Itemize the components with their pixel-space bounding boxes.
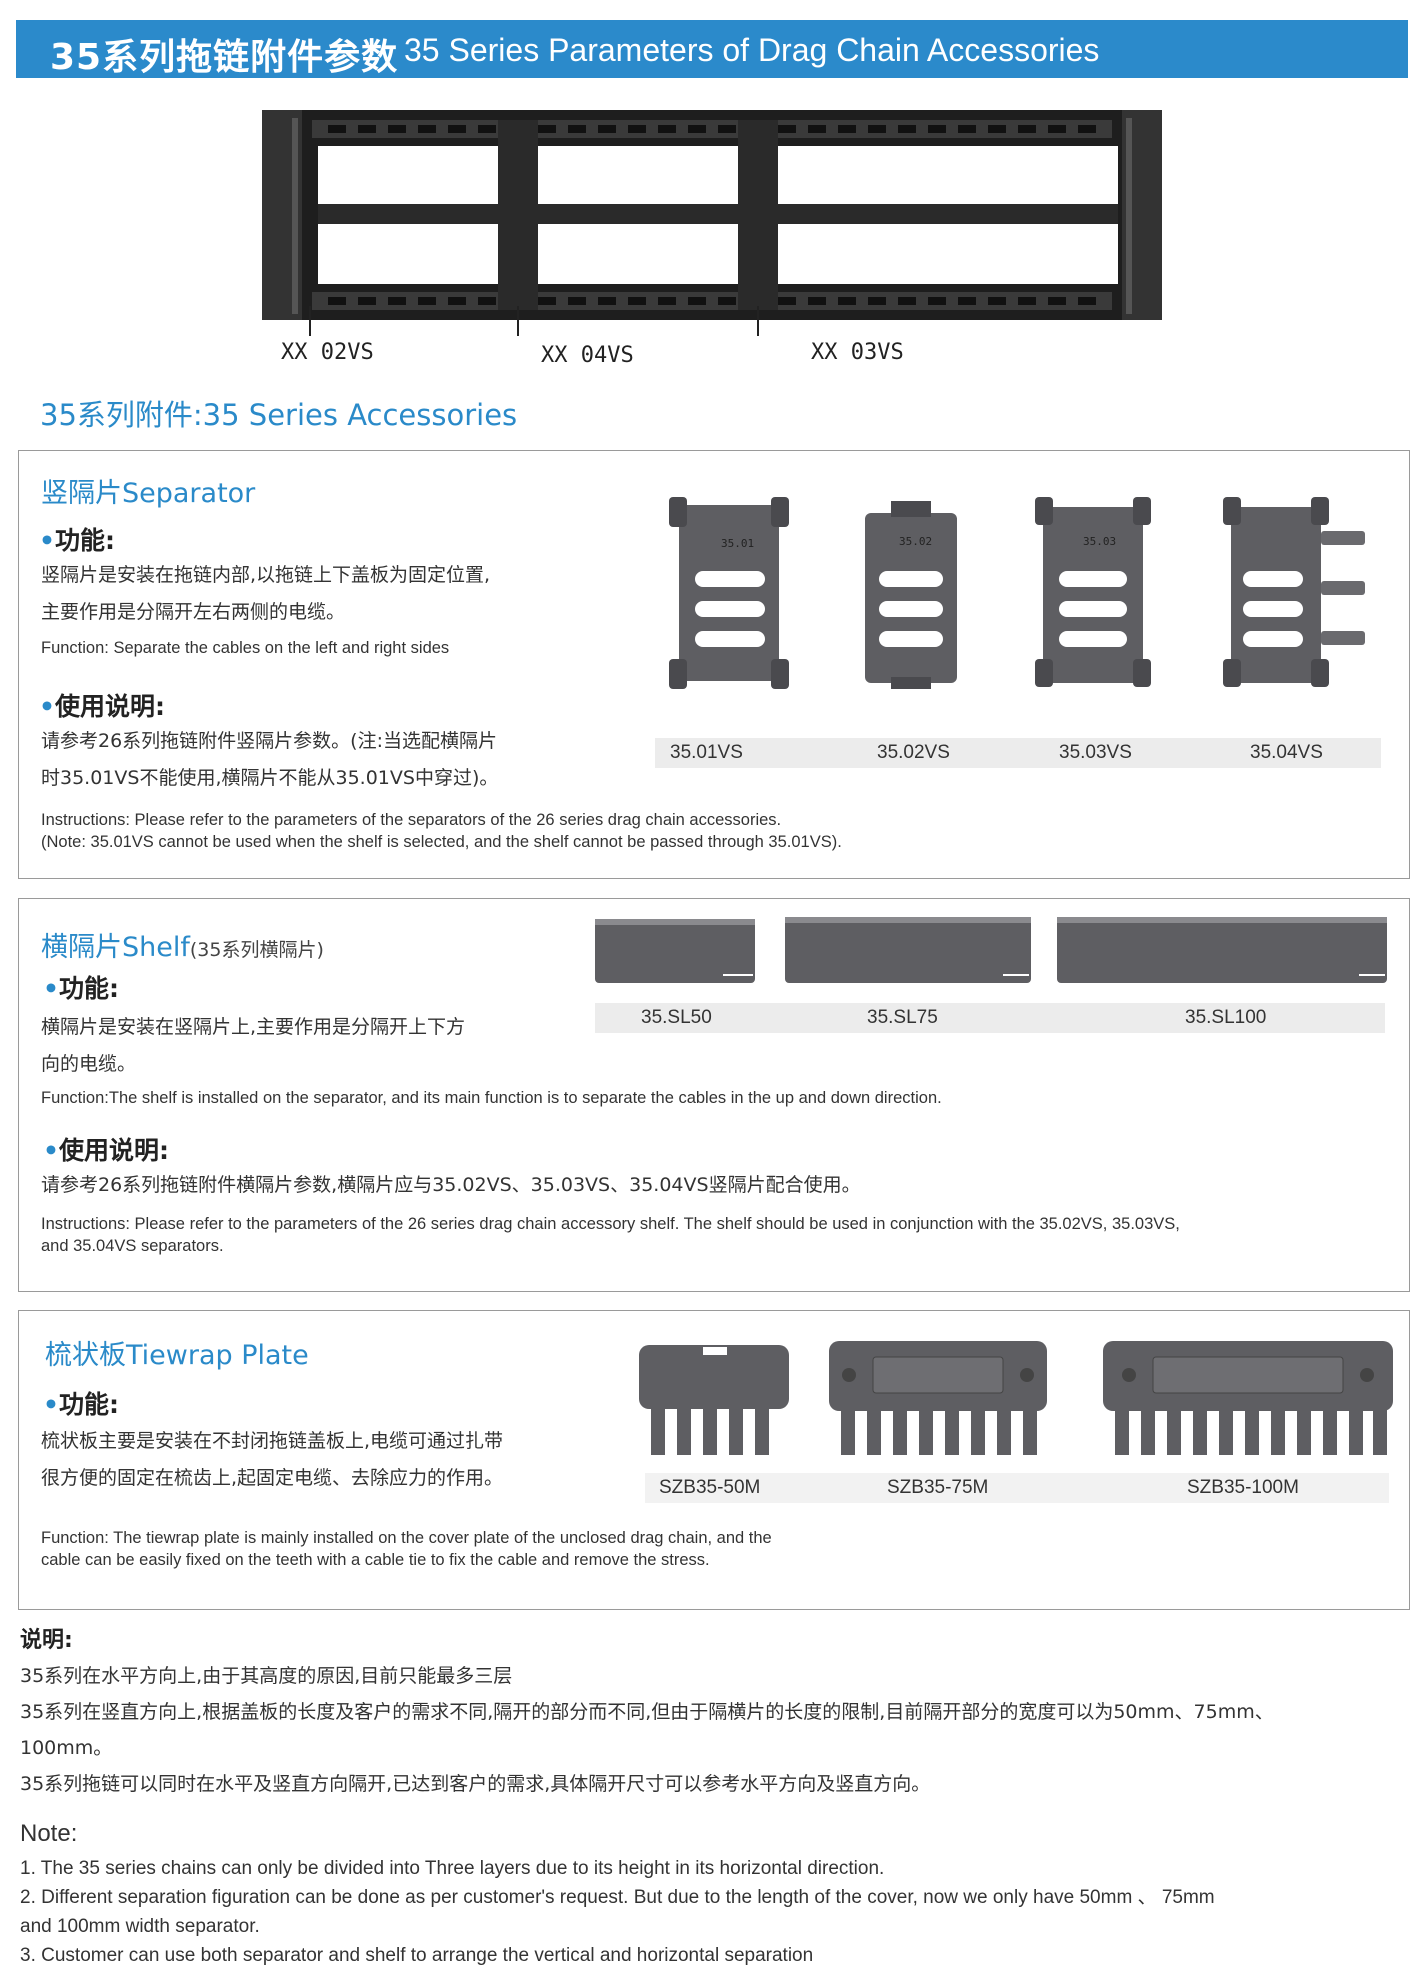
- notes-cn-line: 100mm。: [20, 1737, 113, 1759]
- separator-part-04: [1223, 497, 1365, 687]
- shelf-section: 横隔片Shelf(35系列横隔片) •功能: 横隔片是安装在竖隔片上,主要作用是…: [18, 898, 1410, 1292]
- tiewrap-function-heading: •功能:: [43, 1390, 119, 1419]
- shelf-usage-en-line: and 35.04VS separators.: [41, 1237, 224, 1255]
- shelf-title-text: 横隔片Shelf: [41, 932, 190, 963]
- separator-part-mark: 35.03: [1083, 535, 1116, 548]
- tiewrap-function-en: Function: The tiewrap plate is mainly in…: [41, 1527, 772, 1571]
- shelf-usage-cn: 请参考26系列拖链附件横隔片参数,横隔片应与35.02VS、35.03VS、35…: [41, 1174, 861, 1196]
- shelf-part-sl75: [785, 917, 1031, 983]
- notes-en-line: 2. Different separation figuration can b…: [20, 1887, 1215, 1908]
- tiewrap-part-50m: [639, 1345, 789, 1455]
- separator-function-heading-text: 功能:: [54, 526, 115, 555]
- tiewrap-part-label: SZB35-75M: [887, 1477, 989, 1498]
- separator-function-heading: •功能:: [39, 526, 115, 555]
- shelf-usage-en: Instructions: Please refer to the parame…: [41, 1213, 1180, 1257]
- notes-en-line: and 100mm width separator.: [20, 1916, 260, 1937]
- shelf-part-label: 35.SL75: [867, 1007, 938, 1028]
- shelf-part-sl50: [595, 919, 755, 983]
- shelf-part-label: 35.SL100: [1185, 1007, 1267, 1028]
- separator-usage-cn-line: 时35.01VS不能使用,横隔片不能从35.01VS中穿过)。: [41, 767, 499, 789]
- tiewrap-part-label: SZB35-100M: [1187, 1477, 1299, 1498]
- separator-function-en: Function: Separate the cables on the lef…: [41, 639, 450, 657]
- shelf-function-en: Function:The shelf is installed on the s…: [41, 1089, 942, 1107]
- separator-usage-cn-line: 请参考26系列拖链附件竖隔片参数。(注:当选配横隔片: [41, 730, 497, 752]
- shelf-usage-heading-text: 使用说明:: [58, 1136, 169, 1165]
- separator-function-cn-line: 竖隔片是安装在拖链内部,以拖链上下盖板为固定位置,: [41, 564, 491, 586]
- shelf-function-heading-text: 功能:: [58, 974, 119, 1003]
- separator-part-label: 35.02VS: [877, 742, 950, 763]
- notes-cn-line: 35系列在水平方向上,由于其高度的原因,目前只能最多三层: [20, 1665, 513, 1687]
- notes-en-line: 1. The 35 series chains can only be divi…: [20, 1858, 885, 1879]
- separator-section: 竖隔片Separator •功能: 竖隔片是安装在拖链内部,以拖链上下盖板为固定…: [18, 450, 1410, 879]
- separator-part-label: 35.03VS: [1059, 742, 1132, 763]
- separator-part-01: 35.01: [669, 497, 789, 689]
- notes-cn-line: 35系列在竖直方向上,根据盖板的长度及客户的需求不同,隔开的部分而不同,但由于隔…: [20, 1701, 1274, 1723]
- separator-usage-heading: •使用说明:: [39, 692, 165, 721]
- separator-part-mark: 35.02: [899, 535, 932, 548]
- diagram-label-02vs: XX 02VS: [281, 340, 374, 365]
- tiewrap-function-cn: 梳状板主要是安装在不封闭拖链盖板上,电缆可通过扎带 很方便的固定在梳齿上,起固定…: [41, 1423, 661, 1497]
- tiewrap-function-en-line: cable can be easily fixed on the teeth w…: [41, 1551, 710, 1569]
- separator-part-mark: 35.01: [721, 537, 754, 550]
- separator-function-cn-line: 主要作用是分隔开左右两侧的电缆。: [41, 601, 346, 623]
- separator-part-label: 35.01VS: [670, 742, 743, 763]
- tiewrap-caption-bar: [645, 1473, 1389, 1503]
- notes-en-line: 3. Customer can use both separator and s…: [20, 1945, 814, 1966]
- header-bar: 35系列拖链附件参数 35 Series Parameters of Drag …: [16, 20, 1408, 78]
- tiewrap-part-100m: [1103, 1341, 1393, 1455]
- shelf-title: 横隔片Shelf(35系列横隔片): [41, 925, 324, 964]
- separator-function-cn: 竖隔片是安装在拖链内部,以拖链上下盖板为固定位置, 主要作用是分隔开左右两侧的电…: [41, 557, 601, 631]
- separator-part-02: 35.02: [865, 501, 957, 689]
- notes-en: 1. The 35 series chains can only be divi…: [20, 1854, 1410, 1970]
- shelf-parts-image: [595, 917, 1387, 983]
- separator-usage-en: Instructions: Please refer to the parame…: [41, 809, 842, 853]
- diagram-label-04vs: XX 04VS: [541, 343, 634, 368]
- shelf-part-label: 35.SL50: [641, 1007, 712, 1028]
- shelf-function-cn: 横隔片是安装在竖隔片上,主要作用是分隔开上下方 向的电缆。: [41, 1009, 601, 1083]
- separator-usage-en-line: Instructions: Please refer to the parame…: [41, 811, 782, 829]
- drag-chain-diagram: [262, 110, 1162, 336]
- shelf-usage-en-line: Instructions: Please refer to the parame…: [41, 1215, 1180, 1233]
- shelf-part-sl100: [1057, 917, 1387, 983]
- separator-caption-bar: [655, 738, 1381, 768]
- accessories-title: 35系列附件:35 Series Accessories: [40, 398, 518, 432]
- separator-usage-en-line: (Note: 35.01VS cannot be used when the s…: [41, 833, 842, 851]
- tiewrap-part-label: SZB35-50M: [659, 1477, 761, 1498]
- tiewrap-title: 梳状板Tiewrap Plate: [45, 1340, 309, 1371]
- separator-parts-image: 35.01 35.02 35.03: [669, 497, 1365, 689]
- shelf-function-heading: •功能:: [43, 974, 119, 1003]
- header-title-cn: 35系列拖链附件参数: [50, 37, 399, 78]
- shelf-function-cn-line: 横隔片是安装在竖隔片上,主要作用是分隔开上下方: [41, 1016, 466, 1038]
- shelf-usage-heading: •使用说明:: [43, 1136, 169, 1165]
- tiewrap-section: 梳状板Tiewrap Plate •功能: 梳状板主要是安装在不封闭拖链盖板上,…: [18, 1310, 1410, 1610]
- tiewrap-function-cn-line: 很方便的固定在梳齿上,起固定电缆、去除应力的作用。: [41, 1467, 504, 1489]
- tiewrap-part-75m: [829, 1341, 1047, 1455]
- notes-cn: 35系列在水平方向上,由于其高度的原因,目前只能最多三层 35系列在竖直方向上,…: [20, 1658, 1410, 1802]
- shelf-function-cn-line: 向的电缆。: [41, 1053, 137, 1075]
- separator-part-label: 35.04VS: [1250, 742, 1323, 763]
- shelf-title-small: (35系列横隔片): [189, 939, 324, 961]
- shelf-caption-bar: [595, 1003, 1385, 1033]
- tiewrap-function-heading-text: 功能:: [58, 1390, 119, 1419]
- diagram-label-03vs: XX 03VS: [811, 340, 904, 365]
- separator-usage-cn: 请参考26系列拖链附件竖隔片参数。(注:当选配横隔片 时35.01VS不能使用,…: [41, 723, 601, 797]
- header-title-en: 35 Series Parameters of Drag Chain Acces…: [404, 32, 1100, 68]
- tiewrap-parts-image: [639, 1341, 1393, 1455]
- separator-title: 竖隔片Separator: [41, 478, 256, 509]
- separator-usage-heading-text: 使用说明:: [54, 692, 165, 721]
- notes-cn-line: 35系列拖链可以同时在水平及竖直方向隔开,已达到客户的需求,具体隔开尺寸可以参考…: [20, 1773, 931, 1795]
- separator-part-03: 35.03: [1035, 497, 1151, 687]
- tiewrap-function-cn-line: 梳状板主要是安装在不封闭拖链盖板上,电缆可通过扎带: [41, 1430, 504, 1452]
- tiewrap-function-en-line: Function: The tiewrap plate is mainly in…: [41, 1529, 772, 1547]
- notes-en-heading: Note:: [20, 1820, 78, 1847]
- notes-cn-heading: 说明:: [20, 1628, 73, 1653]
